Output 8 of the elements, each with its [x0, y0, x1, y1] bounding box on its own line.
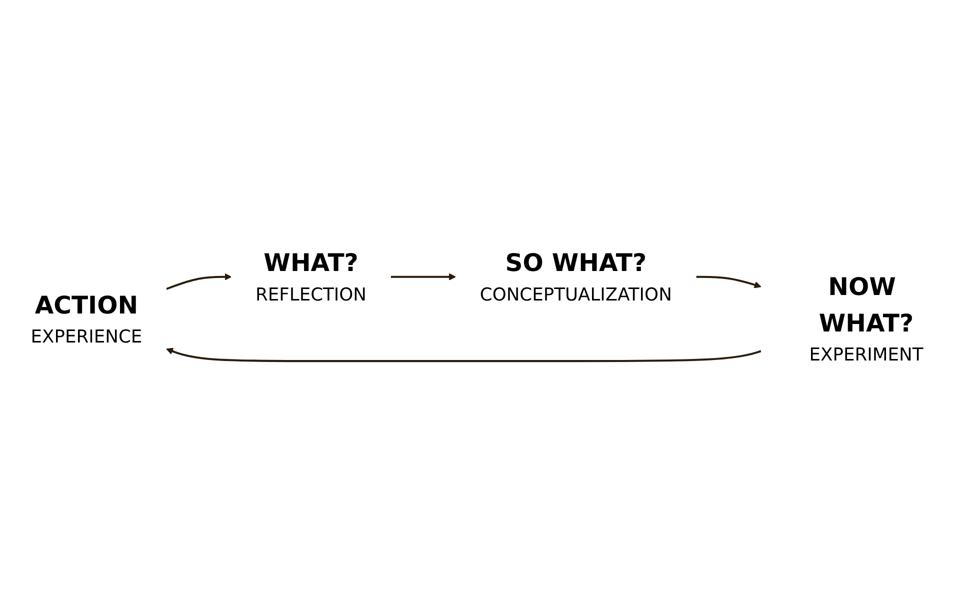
arrow	[166, 273, 232, 290]
node-text: NOW WHAT? EXPERIMENT	[809, 273, 924, 366]
node-text: WHAT? REFLECTION	[256, 249, 367, 306]
arrow	[696, 276, 762, 288]
arrow	[166, 348, 762, 362]
node-text: SO WHAT? CONCEPTUALIZATION	[480, 249, 672, 306]
arrow	[390, 273, 456, 280]
node-text: ACTION EXPERIENCE	[30, 291, 142, 348]
